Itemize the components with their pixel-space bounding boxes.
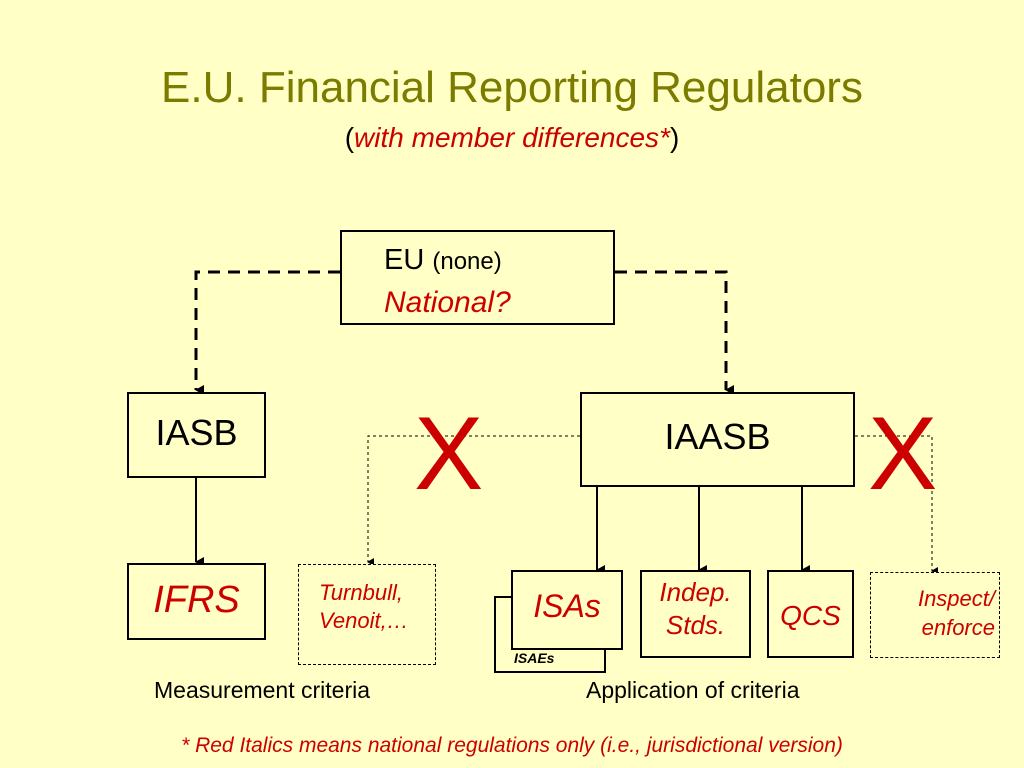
- turnbull-line1: Turnbull,: [319, 580, 403, 605]
- indep-stds-text: Indep. Stds.: [642, 576, 749, 642]
- indep-line2: Stds.: [665, 610, 726, 640]
- inspect-line1: Inspect/: [917, 586, 995, 611]
- ifrs-box: IFRS: [127, 563, 266, 640]
- iasb-box: IASB: [127, 392, 266, 478]
- connector-iaasb-inspect: [855, 435, 938, 575]
- inspect-text: Inspect/ enforce: [871, 584, 995, 642]
- connector-eu-iasb: [194, 270, 340, 395]
- x-mark-left: X: [414, 396, 484, 512]
- eu-box: EU (none) National?: [340, 230, 615, 325]
- iaasb-box: IAASB: [580, 392, 855, 487]
- subtitle-italic: with member differences*: [354, 122, 670, 153]
- isas-box: ISAs: [511, 570, 623, 650]
- indep-line1: Indep.: [659, 577, 732, 607]
- eu-line1: EU (none): [384, 244, 502, 277]
- application-criteria-label: Application of criteria: [586, 677, 800, 703]
- eu-none-label: (none): [432, 248, 502, 275]
- subtitle-close-paren: ): [669, 122, 680, 153]
- qcs-box: QCS: [767, 570, 854, 658]
- inspect-enforce-box: Inspect/ enforce: [870, 572, 1000, 658]
- isas-label: ISAs: [533, 588, 601, 624]
- turnbull-line2: Venoit,…: [319, 608, 409, 633]
- measurement-criteria-label: Measurement criteria: [154, 677, 371, 703]
- qcs-label: QCS: [780, 600, 841, 631]
- footnote: * Red Italics means national regulations…: [181, 734, 843, 757]
- eu-label: EU: [384, 244, 425, 276]
- connector-eu-iaasb: [615, 270, 734, 395]
- isaes-label: ISAEs: [514, 650, 555, 666]
- page-title: E.U. Financial Reporting Regulators: [161, 63, 863, 112]
- turnbull-box: Turnbull, Venoit,…: [298, 564, 436, 665]
- iasb-label: IASB: [155, 412, 238, 453]
- ifrs-label: IFRS: [153, 579, 240, 621]
- turnbull-text: Turnbull, Venoit,…: [319, 579, 409, 635]
- page-subtitle: (with member differences*): [0, 120, 1024, 156]
- subtitle-open-paren: (: [344, 122, 355, 153]
- x-mark-right: X: [868, 396, 938, 512]
- iaasb-label: IAASB: [664, 416, 771, 457]
- indep-stds-box: Indep. Stds.: [640, 570, 751, 658]
- inspect-line2: enforce: [921, 615, 995, 640]
- eu-national-label: National?: [384, 286, 511, 319]
- connector-iaasb-turnbull: [367, 435, 580, 566]
